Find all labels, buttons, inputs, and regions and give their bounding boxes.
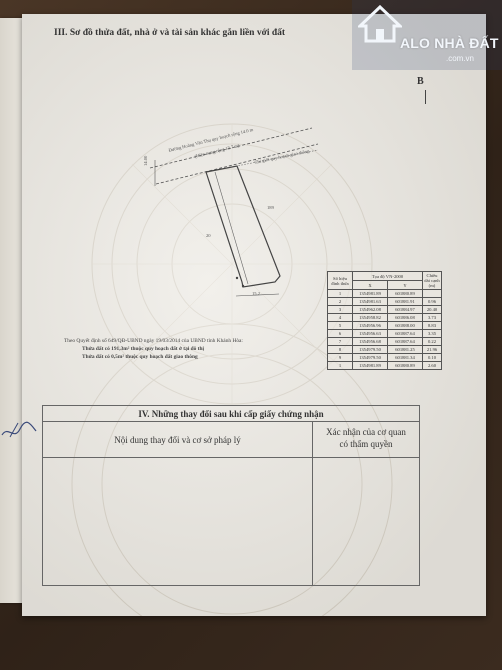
- table-row: 1 1354981.89 601880.89: [327, 289, 442, 298]
- cell-vertex: 9: [327, 353, 353, 362]
- coordinate-table-header: Số hiệu đỉnh thửa Tọa độ VN-2000 Chiều d…: [327, 271, 442, 290]
- cell-vertex: 2: [327, 297, 353, 306]
- house-logo-icon: [358, 4, 402, 43]
- certification-line-2: có thẩm quyền: [339, 439, 393, 449]
- table-row: 9 1354979.50 601881.34 0.10: [327, 353, 442, 362]
- header-x: X: [352, 280, 388, 290]
- header-coords: Tọa độ VN-2000: [352, 271, 423, 281]
- table-row: 5 1354956.96 601888.00 8.83: [327, 321, 442, 330]
- cell-length: 0.22: [422, 337, 442, 346]
- column-header-certification: Xác nhận của cơ quan có thẩm quyền: [313, 422, 419, 458]
- table-row: 1 1354981.89 601880.89 2.60: [327, 361, 442, 370]
- cell-y: 601888.00: [387, 321, 423, 330]
- cell-y: 601880.89: [387, 289, 423, 298]
- cell-vertex: 8: [327, 345, 353, 354]
- table-row: 2 1354981.63 601881.91 0.96: [327, 297, 442, 306]
- watermark-domain: .com.vn: [446, 54, 475, 63]
- certification-line-1: Xác nhận của cơ quan: [326, 427, 406, 437]
- cell-x: 1354979.50: [352, 345, 388, 354]
- section-title: III. Sơ đồ thửa đất, nhà ở và tài sản kh…: [54, 28, 286, 38]
- background-seal-pattern: [71, 123, 393, 616]
- table-row: 7 1354956.68 601887.64 0.22: [327, 337, 442, 346]
- header-vertex: Số hiệu đỉnh thửa: [327, 271, 353, 290]
- cell-x: 1354981.89: [352, 361, 388, 370]
- cell-vertex: 1: [327, 289, 353, 298]
- bottom-dim-label: 15.2: [252, 291, 261, 296]
- cell-length: 3.35: [422, 329, 442, 338]
- cell-x: 1354958.82: [352, 313, 388, 322]
- cell-length: 0.96: [422, 297, 442, 306]
- mid-dim-label: 20: [206, 233, 211, 238]
- note-residential: Thửa đất có 191,3m² thuộc quy hoạch đất …: [82, 346, 204, 352]
- land-plot-outline: [205, 165, 281, 288]
- cell-x: 1354956.96: [352, 321, 388, 330]
- cell-x: 1354979.50: [352, 353, 388, 362]
- cell-y: 601880.89: [387, 361, 423, 370]
- cell-y: 601881.34: [387, 353, 423, 362]
- watermark-brand: ALO NHÀ ĐẤT: [400, 35, 499, 51]
- column-header-content: Nội dung thay đổi và cơ sở pháp lý: [43, 422, 313, 458]
- cell-length: 21.96: [422, 345, 442, 354]
- cell-y: 601887.64: [387, 329, 423, 338]
- bottom-dim-line: [235, 293, 280, 297]
- cell-vertex: 1: [327, 361, 353, 370]
- cell-vertex: 6: [327, 329, 353, 338]
- road-width-label: 14.00: [143, 155, 148, 166]
- coordinate-table: Số hiệu đỉnh thửa Tọa độ VN-2000 Chiều d…: [327, 271, 442, 370]
- cell-vertex: 7: [327, 337, 353, 346]
- changes-section-title: IV. Những thay đổi sau khi cấp giấy chứn…: [43, 406, 419, 422]
- north-arrow-icon: [425, 90, 426, 104]
- cell-y: 601881.91: [387, 297, 423, 306]
- cell-x: 1354981.89: [352, 289, 388, 298]
- table-row: 6 1354956.63 601887.64 3.35: [327, 329, 442, 338]
- table-row: 4 1354958.82 601886.08 3.73: [327, 313, 442, 322]
- table-row: 3 1354962.08 601884.97 20.40: [327, 305, 442, 314]
- corner-marker: [235, 276, 239, 280]
- cell-y: 601884.97: [387, 305, 423, 314]
- note-decision: Theo Quyết định số 649/QĐ-UBND ngày 19/0…: [64, 338, 243, 344]
- cell-length: 3.73: [422, 313, 442, 322]
- table-row: 8 1354979.50 601881.25 21.96: [327, 345, 442, 354]
- road-line-bottom: [155, 143, 319, 185]
- cell-y: 601886.08: [387, 313, 423, 322]
- header-length: Chiều dài cạnh (m): [422, 271, 442, 290]
- cell-x: 1354956.63: [352, 329, 388, 338]
- cell-x: 1354962.08: [352, 305, 388, 314]
- cell-length: [422, 289, 442, 298]
- note-traffic: Thửa đất có 0,5m² thuộc quy hoạch đất gi…: [82, 354, 198, 360]
- cell-y: 601887.64: [387, 337, 423, 346]
- column-divider: [312, 458, 313, 585]
- road-line-top: [149, 127, 313, 169]
- cell-length: 8.83: [422, 321, 442, 330]
- long-side-label: 189: [267, 205, 274, 210]
- corner-marker: [241, 284, 245, 288]
- cell-vertex: 4: [327, 313, 353, 322]
- cell-length: 0.10: [422, 353, 442, 362]
- cell-vertex: 3: [327, 305, 353, 314]
- header-y: Y: [387, 280, 423, 290]
- signature-scribble: [1, 421, 37, 438]
- cell-length: 20.40: [422, 305, 442, 314]
- changes-section: IV. Những thay đổi sau khi cấp giấy chứn…: [42, 405, 420, 586]
- cell-length: 2.60: [422, 361, 442, 370]
- cell-x: 1354956.68: [352, 337, 388, 346]
- plot-inner-edge: [214, 171, 249, 285]
- cell-vertex: 5: [327, 321, 353, 330]
- cell-y: 601881.25: [387, 345, 423, 354]
- north-label: B: [417, 76, 424, 87]
- cell-x: 1354981.63: [352, 297, 388, 306]
